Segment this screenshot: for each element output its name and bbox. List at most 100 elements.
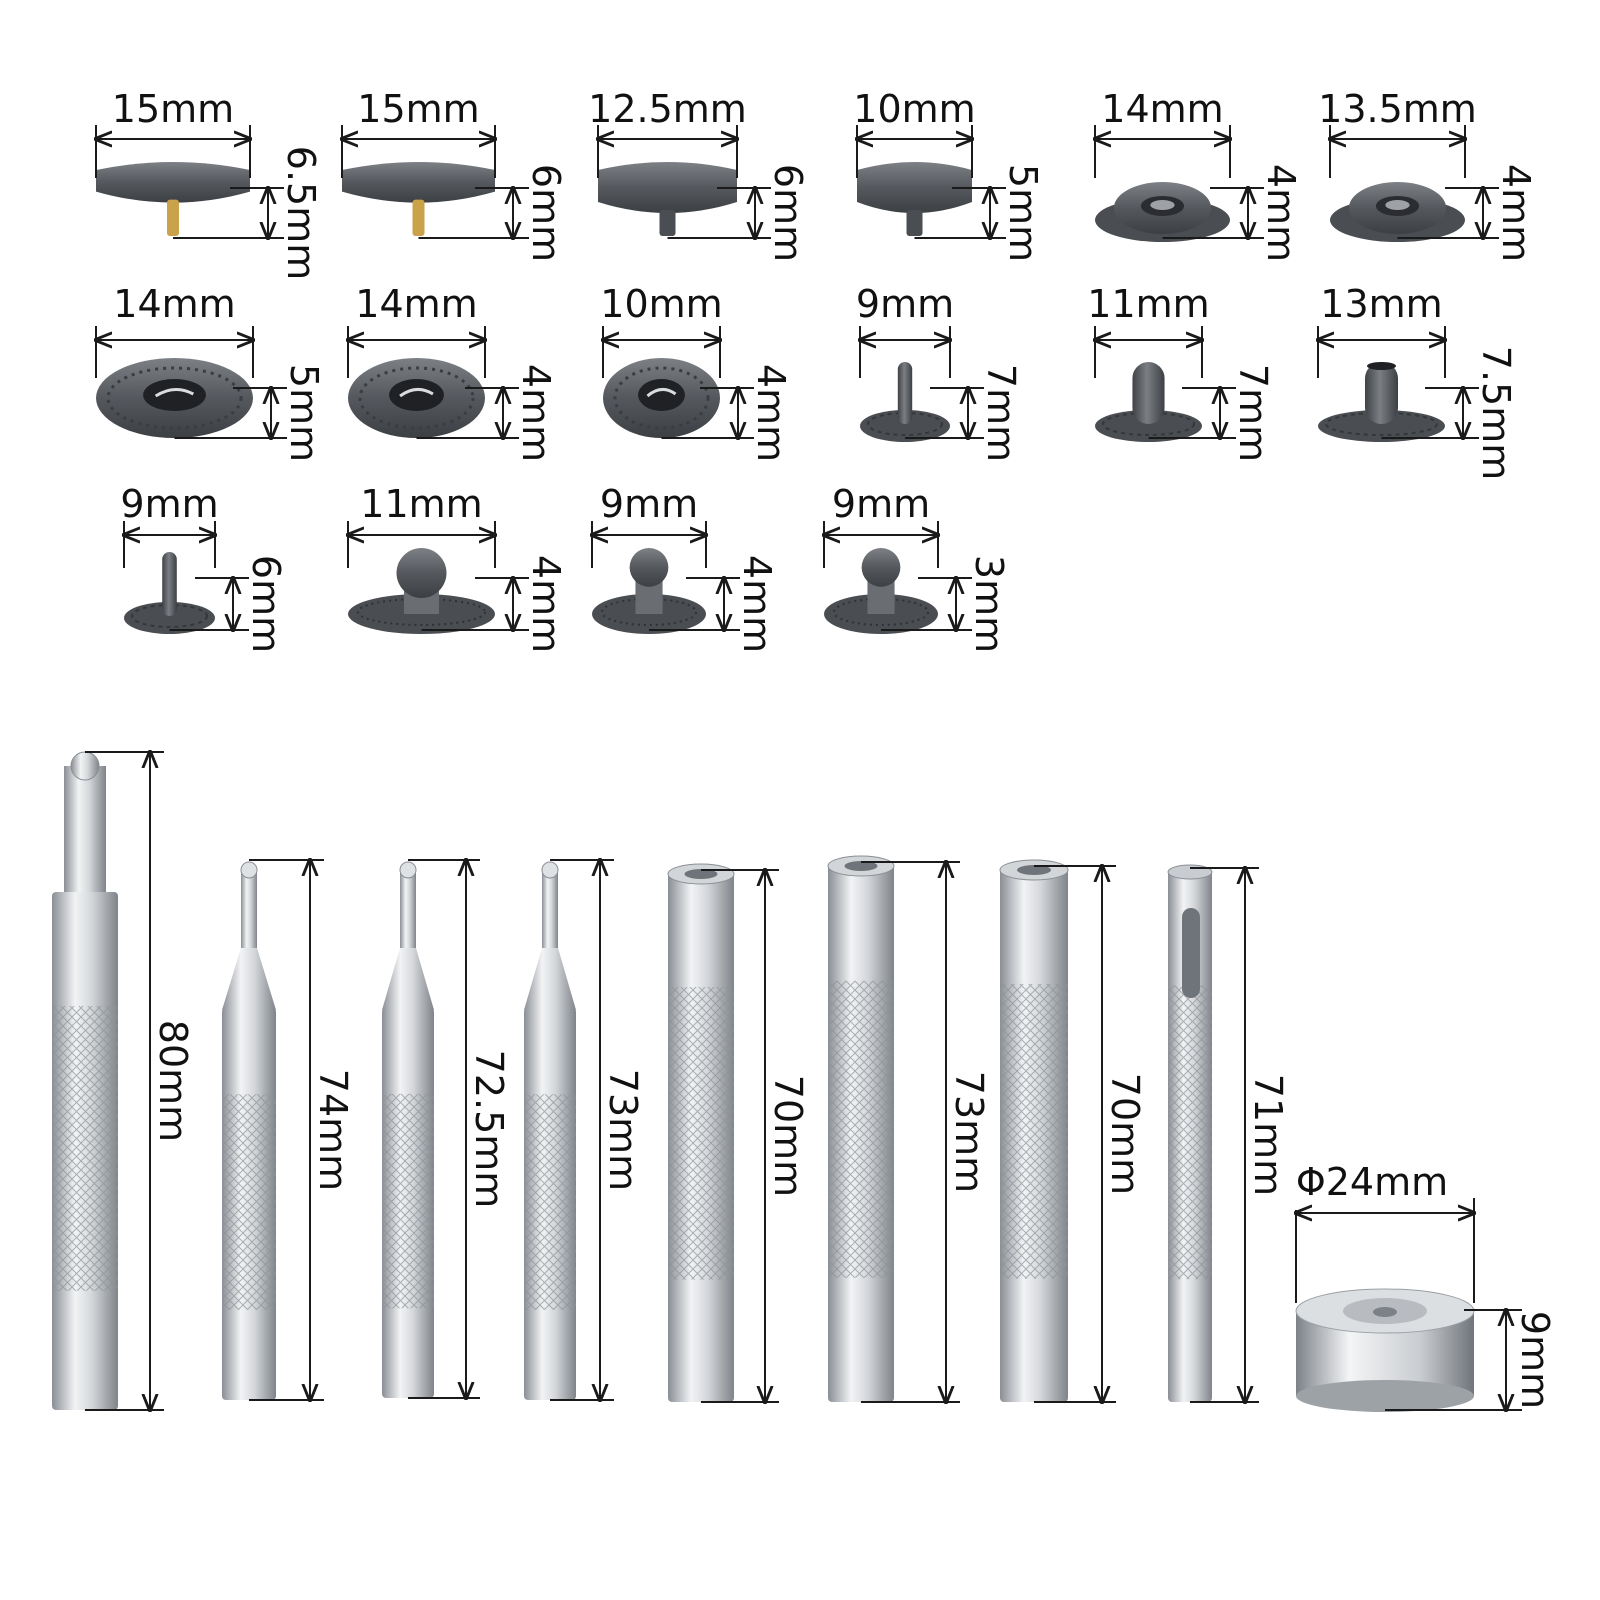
ring-dots bbox=[358, 366, 475, 430]
setting-tool-8: 71mm bbox=[1167, 864, 1290, 1402]
width-label: 10mm bbox=[600, 282, 722, 326]
cap-body bbox=[857, 162, 972, 213]
tool-knurled-grip bbox=[1168, 985, 1212, 1280]
post-flange bbox=[860, 410, 950, 442]
stud-ribs bbox=[357, 598, 486, 626]
width-label: 9mm bbox=[120, 482, 218, 526]
snap-parts: 15mm6.5mm15mm6mm12.5mm6mm10mm5mm14mm4mm1… bbox=[96, 87, 1538, 653]
cap-body bbox=[96, 162, 250, 203]
tool-knurled-grip bbox=[524, 1094, 576, 1310]
height-label: 5mm bbox=[282, 364, 326, 462]
post-tube-hole bbox=[1366, 362, 1397, 370]
tool-pin bbox=[542, 868, 558, 958]
width-label: 12.5mm bbox=[588, 87, 747, 131]
ring-dots bbox=[106, 366, 243, 430]
snap-part-12: 13mm 7.5mm bbox=[1318, 282, 1518, 480]
tool-knurled-grip bbox=[668, 987, 734, 1280]
tool-cone bbox=[222, 948, 276, 1010]
length-label: 73mm bbox=[601, 1069, 645, 1191]
width-label: 9mm bbox=[856, 282, 954, 326]
tool-hollow-hole bbox=[684, 869, 718, 879]
stud-ribs bbox=[833, 598, 929, 626]
cap-stem bbox=[412, 199, 425, 236]
cap-stem bbox=[659, 210, 676, 236]
stud-head bbox=[396, 548, 447, 598]
length-label: 80mm bbox=[151, 1020, 195, 1142]
height-label: 4mm bbox=[524, 555, 568, 653]
snap-part-13: 9mm 6mm bbox=[120, 482, 288, 653]
setting-tool-3: 72.5mm bbox=[382, 860, 511, 1398]
tool-pin-tip bbox=[240, 861, 258, 879]
height-label: 4mm bbox=[514, 364, 558, 462]
width-label: 15mm bbox=[112, 87, 234, 131]
tool-pin-tip bbox=[399, 861, 417, 879]
setting-tool-4: 73mm bbox=[524, 860, 645, 1400]
post-knurl bbox=[1325, 412, 1438, 436]
snap-part-7: 14mm 5mm bbox=[96, 282, 326, 462]
length-label: 70mm bbox=[766, 1075, 810, 1197]
post-flange bbox=[124, 602, 215, 634]
setting-tool-2: 74mm bbox=[222, 860, 355, 1400]
height-label: 7mm bbox=[979, 364, 1023, 462]
height-label: 4mm bbox=[1494, 164, 1538, 262]
height-label: 7.5mm bbox=[1474, 346, 1518, 480]
height-label: 6mm bbox=[244, 555, 288, 653]
width-label: 9mm bbox=[600, 482, 698, 526]
post-shaft bbox=[897, 362, 913, 424]
setting-tool-7: 70mm bbox=[999, 859, 1147, 1402]
height-label: 6.5mm bbox=[279, 146, 323, 280]
anvil-bottom-edge bbox=[1296, 1380, 1474, 1412]
stud-head bbox=[861, 548, 901, 587]
tool-cone bbox=[524, 948, 576, 1010]
tool-cone bbox=[382, 948, 434, 1010]
tool-punch-slot bbox=[1182, 908, 1200, 998]
anvil-diameter-label: Φ24mm bbox=[1296, 1160, 1448, 1204]
height-label: 3mm bbox=[967, 555, 1011, 653]
ring-glint bbox=[154, 388, 195, 398]
stud-head bbox=[629, 548, 669, 587]
tool-hollow-hole bbox=[1017, 865, 1051, 875]
setting-tool-1: 80mm bbox=[52, 752, 195, 1410]
width-label: 14mm bbox=[113, 282, 235, 326]
ring-hole bbox=[638, 379, 685, 411]
cap-body bbox=[342, 162, 495, 203]
tool-knurled-grip bbox=[382, 1093, 434, 1309]
height-label: 4mm bbox=[735, 555, 779, 653]
snap-part-15: 9mm 4mm bbox=[592, 482, 779, 653]
anvil-height-label: 9mm bbox=[1513, 1311, 1557, 1409]
snap-part-16: 9mm 3mm bbox=[824, 482, 1011, 653]
snap-part-9: 10mm 4mm bbox=[600, 282, 793, 462]
anvil-recess-center bbox=[1373, 1307, 1397, 1317]
snap-part-3: 12.5mm 6mm bbox=[588, 87, 810, 262]
tool-ball-tip bbox=[70, 751, 100, 781]
width-label: 13mm bbox=[1320, 282, 1442, 326]
tool-pin bbox=[400, 868, 416, 958]
snap-part-11: 11mm 7mm bbox=[1087, 282, 1275, 462]
width-label: 11mm bbox=[1087, 282, 1209, 326]
setting-tool-5: 70mm bbox=[667, 863, 810, 1402]
width-label: 9mm bbox=[832, 482, 930, 526]
snap-part-8: 14mm 4mm bbox=[348, 282, 558, 462]
height-label: 4mm bbox=[1259, 164, 1303, 262]
snap-part-10: 9mm 7mm bbox=[856, 282, 1023, 462]
ring-glint bbox=[646, 388, 677, 398]
post-shaft bbox=[1132, 362, 1165, 424]
height-label: 4mm bbox=[749, 364, 793, 462]
height-label: 7mm bbox=[1231, 364, 1275, 462]
cap-body bbox=[598, 162, 737, 213]
width-label: 14mm bbox=[355, 282, 477, 326]
post-shaft bbox=[1364, 362, 1399, 424]
post-flange bbox=[1095, 410, 1202, 442]
length-label: 71mm bbox=[1246, 1074, 1290, 1196]
length-label: 74mm bbox=[311, 1069, 355, 1191]
ring-glint bbox=[399, 388, 434, 398]
socket-highlight bbox=[1150, 200, 1175, 210]
cap-stem bbox=[906, 210, 923, 236]
height-label: 6mm bbox=[766, 164, 810, 262]
